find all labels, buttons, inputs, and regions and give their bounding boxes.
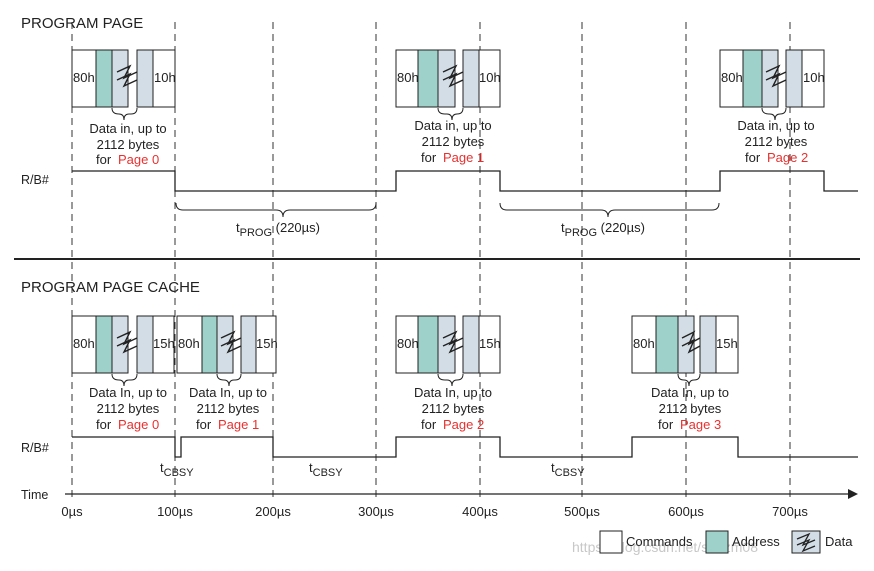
- time-axis-label: Time: [21, 488, 48, 502]
- cache-desc3-2: for: [196, 417, 212, 432]
- cache-cmd-80h-2: 80h: [178, 336, 200, 351]
- cache-cmd-80h-4: 80h: [633, 336, 655, 351]
- tick-600us: 600µs: [668, 504, 704, 519]
- top-tprog-label-2: tPROG (220µs): [561, 220, 645, 239]
- top-desc1-2: Data in, up to: [414, 118, 491, 133]
- cache-desc3-1: for: [96, 417, 112, 432]
- tick-100us: 100µs: [157, 504, 193, 519]
- cache-tcbsy-label-2: tCBSY: [309, 460, 343, 479]
- top-desc3-2: for: [421, 150, 437, 165]
- cache-cmd-15h-3: 15h: [479, 336, 501, 351]
- cache-rb-waveform: [72, 436, 858, 458]
- tick-500us: 500µs: [564, 504, 600, 519]
- top-cmd-80h-3: 80h: [721, 70, 743, 85]
- top-cmd-10h-3: 10h: [803, 70, 825, 85]
- cache-desc3-4: for: [658, 417, 674, 432]
- top-tprog-label-1: tPROG (220µs): [236, 220, 320, 239]
- cache-desc3-3: for: [421, 417, 437, 432]
- cache-desc1-3: Data In, up to: [414, 385, 492, 400]
- program-page-cache-title: PROGRAM PAGE CACHE: [21, 279, 200, 296]
- top-command-block-3: 80h 10h Data in, up to 2112 bytes for Pa…: [719, 49, 825, 165]
- time-axis-arrowhead: [848, 489, 858, 499]
- legend-address-label: Address: [732, 534, 780, 549]
- top-desc2-1: 2112 bytes: [97, 137, 160, 152]
- top-rb-waveform: [72, 170, 858, 192]
- cache-page-label-2: Page 1: [218, 417, 259, 432]
- program-page-title: PROGRAM PAGE: [21, 15, 143, 32]
- time-guides: [71, 22, 791, 500]
- cache-desc2-3: 2112 bytes: [422, 401, 485, 416]
- top-cmd-80h-1: 80h: [73, 70, 95, 85]
- tick-700us: 700µs: [772, 504, 808, 519]
- cache-command-block-4: 80h 15h Data In, up to 2112 bytes for Pa…: [631, 315, 739, 432]
- tick-200us: 200µs: [255, 504, 291, 519]
- top-tprog-brace-2: [499, 202, 720, 218]
- cache-desc2-4: 2112 bytes: [659, 401, 722, 416]
- legend-data-label: Data: [825, 534, 853, 549]
- cache-cmd-15h-2: 15h: [256, 336, 278, 351]
- cache-desc2-2: 2112 bytes: [197, 401, 260, 416]
- legend-commands-swatch: [599, 530, 623, 554]
- cache-cmd-80h-1: 80h: [73, 336, 95, 351]
- top-desc3-3: for: [745, 150, 761, 165]
- top-desc1-1: Data in, up to: [89, 121, 166, 136]
- top-command-block-2: 80h 10h Data in, up to 2112 bytes for Pa…: [395, 49, 501, 165]
- cache-tcbsy-label-1: tCBSY: [160, 460, 194, 479]
- top-desc1-3: Data in, up to: [737, 118, 814, 133]
- cache-page-label-1: Page 0: [118, 417, 159, 432]
- cache-command-block-1: 80h 15h Data In, up to 2112 bytes for Pa…: [71, 315, 175, 432]
- cache-desc2-1: 2112 bytes: [97, 401, 160, 416]
- time-axis-ticks: 0µs 100µs 200µs 300µs 400µs 500µs 600µs …: [61, 504, 808, 519]
- cache-cmd-80h-3: 80h: [397, 336, 419, 351]
- tick-300us: 300µs: [358, 504, 394, 519]
- top-desc2-3: 2112 bytes: [745, 134, 808, 149]
- cache-rb-label: R/B#: [21, 441, 49, 455]
- cache-cmd-15h-1: 15h: [153, 336, 175, 351]
- top-cmd-10h-2: 10h: [479, 70, 501, 85]
- cache-page-label-3: Page 2: [443, 417, 484, 432]
- legend: Commands Address Data: [599, 530, 853, 554]
- legend-commands-label: Commands: [626, 534, 693, 549]
- tick-0us: 0µs: [61, 504, 83, 519]
- cache-command-block-2: 80h 15h Data In, up to 2112 bytes for Pa…: [176, 315, 278, 432]
- cache-desc1-1: Data In, up to: [89, 385, 167, 400]
- cache-desc1-4: Data In, up to: [651, 385, 729, 400]
- tick-400us: 400µs: [462, 504, 498, 519]
- cache-desc1-2: Data In, up to: [189, 385, 267, 400]
- top-desc3-1: for: [96, 152, 112, 167]
- top-page-label-3: Page 2: [767, 150, 808, 165]
- top-page-label-1: Page 0: [118, 152, 159, 167]
- top-command-block-1: 80h 10h Data in, up to 2112 bytes for Pa…: [71, 49, 176, 167]
- top-cmd-80h-2: 80h: [397, 70, 419, 85]
- cache-page-label-4: Page 3: [680, 417, 721, 432]
- top-cmd-10h-1: 10h: [154, 70, 176, 85]
- cache-tcbsy-label-3: tCBSY: [551, 460, 585, 479]
- cache-command-block-3: 80h 15h Data In, up to 2112 bytes for Pa…: [395, 315, 501, 432]
- top-desc2-2: 2112 bytes: [422, 134, 485, 149]
- legend-address-swatch: [705, 530, 729, 554]
- legend-data-zigzag-icon: [796, 532, 816, 547]
- top-rb-label: R/B#: [21, 173, 49, 187]
- top-page-label-2: Page 1: [443, 150, 484, 165]
- cache-cmd-15h-4: 15h: [716, 336, 738, 351]
- top-tprog-brace-1: [175, 202, 377, 218]
